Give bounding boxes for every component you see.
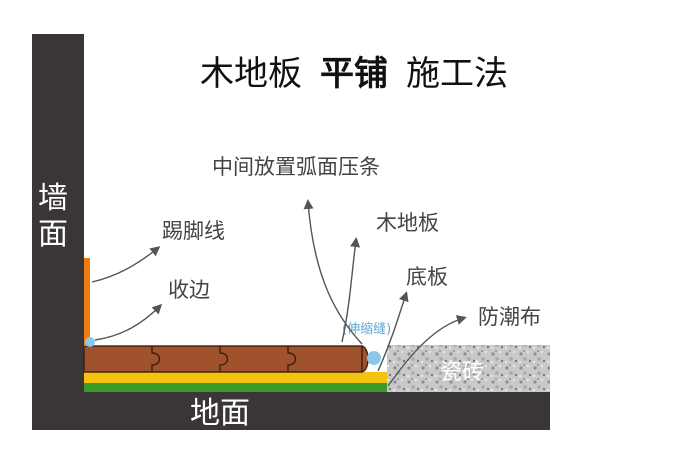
arrow-middle-strip [303, 199, 363, 345]
base-board-layer [84, 372, 387, 383]
diagram-title: 木地板平铺施工法 [200, 54, 508, 94]
wall [32, 34, 84, 430]
wall-label-bottom: 面 [38, 217, 68, 252]
arrow-wood-floor [341, 237, 361, 343]
arrow-skirting [91, 246, 161, 283]
edge-trim-dot [85, 337, 95, 347]
edge-trim-label: 收边 [168, 278, 210, 302]
ground-label: 地面 [190, 396, 250, 431]
arrow-moisture-cloth [387, 315, 467, 387]
base-board-label: 底板 [406, 265, 448, 289]
middle-strip-label: 中间放置弧面压条 [212, 155, 380, 179]
wood-floor [84, 346, 362, 372]
expansion-gap-dot [367, 351, 381, 365]
arrow-edge-trim [94, 303, 163, 341]
wall-label-top: 墙 [38, 181, 68, 216]
skirting-board [84, 258, 90, 346]
expansion-gap-label: (伸缩缝) [342, 321, 391, 337]
arrow-base-board [377, 291, 409, 372]
moisture-cloth-label: 防潮布 [478, 305, 541, 329]
wood-floor-label: 木地板 [376, 211, 439, 235]
moisture-cloth-layer [84, 383, 387, 392]
skirting-label: 踢脚线 [162, 219, 225, 243]
ground-slab [32, 392, 550, 430]
tile-label: 瓷砖 [440, 360, 484, 385]
